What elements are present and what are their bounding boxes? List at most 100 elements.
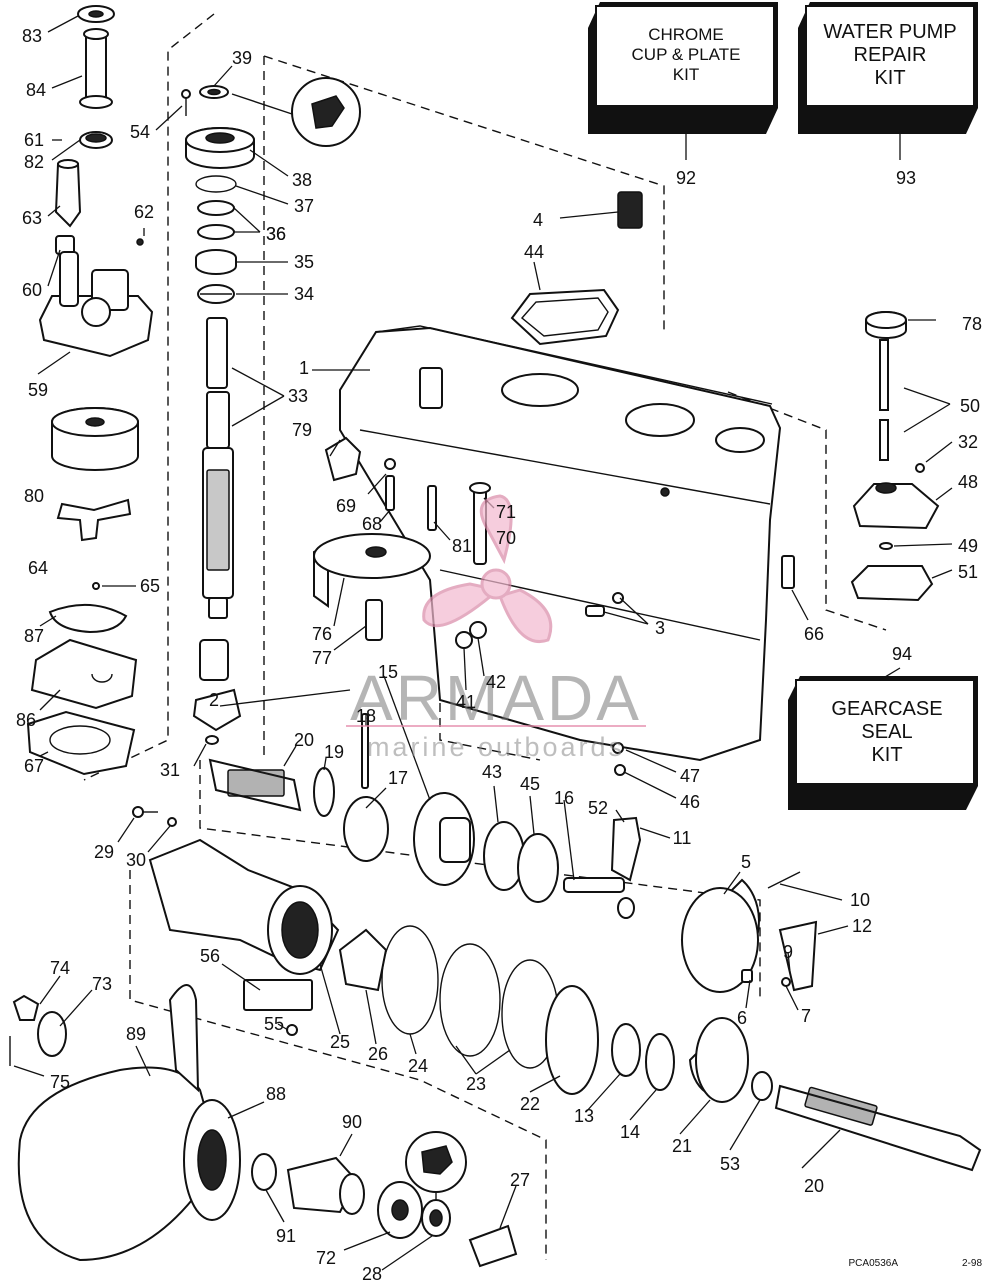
part-label-9: 9 (783, 942, 793, 962)
part-label-82: 82 (24, 152, 44, 172)
part-label-16: 16 (554, 788, 574, 808)
part-label-84: 84 (26, 80, 46, 100)
part-label-63: 63 (22, 208, 42, 228)
part-label-30: 30 (126, 850, 146, 870)
part-label-91: 91 (276, 1226, 296, 1246)
part-label-87: 87 (24, 626, 44, 646)
part-label-76: 76 (312, 624, 332, 644)
part-label-20: 20 (804, 1176, 824, 1196)
driveshaft-parts (181, 85, 255, 745)
part-label-17: 17 (388, 768, 408, 788)
part-label-75: 75 (50, 1072, 70, 1092)
part-label-77: 77 (312, 648, 332, 668)
part-label-2: 2 (209, 690, 219, 710)
kit-number-92: 92 (676, 168, 696, 188)
propeller-parts (9, 984, 518, 1268)
part-label-13: 13 (574, 1106, 594, 1126)
part-label-86: 86 (16, 710, 36, 730)
footer-code: PCA0536A (849, 1258, 899, 1269)
propeller-logo (422, 494, 553, 643)
detail-callouts (231, 77, 467, 1200)
gearcase-kit-line-2: SEAL (861, 721, 912, 743)
part-label-49: 49 (958, 536, 978, 556)
part-label-83: 83 (22, 26, 42, 46)
part-label-10: 10 (850, 890, 870, 910)
part-label-24: 24 (408, 1056, 428, 1076)
part-label-68: 68 (362, 514, 382, 534)
watermark-tagline: marine outboards (367, 732, 625, 762)
part-label-62: 62 (134, 202, 154, 222)
water-pump-kit-line-1: WATER PUMP (823, 21, 956, 43)
chrome-kit-line-3: KIT (673, 65, 699, 84)
part-label-81: 81 (452, 536, 472, 556)
part-label-33: 33 (288, 386, 308, 406)
part-label-29: 29 (94, 842, 114, 862)
part-label-66: 66 (804, 624, 824, 644)
part-label-74: 74 (50, 958, 70, 978)
part-label-18: 18 (356, 706, 376, 726)
footer-date: 2-98 (962, 1258, 982, 1269)
gearcase-housing (339, 325, 782, 762)
part-label-26: 26 (368, 1044, 388, 1064)
part-label-51: 51 (958, 562, 978, 582)
part-label-39: 39 (232, 48, 252, 68)
part-label-22: 22 (520, 1094, 540, 1114)
chrome-cup-plate-kit-box: CHROME CUP & PLATE KIT (588, 2, 778, 160)
part-label-70: 70 (496, 528, 516, 548)
kit-number-94: 94 (892, 644, 912, 664)
part-label-14: 14 (620, 1122, 640, 1142)
upper-right-parts (510, 191, 940, 602)
water-pump-parts (26, 5, 154, 776)
chrome-kit-line-2: CUP & PLATE (632, 45, 741, 64)
part-label-7: 7 (801, 1006, 811, 1026)
gearcase-seal-kit-box: GEARCASE SEAL KIT (788, 667, 978, 810)
part-label-20: 20 (294, 730, 314, 750)
part-label-25: 25 (330, 1032, 350, 1052)
part-label-42: 42 (486, 672, 506, 692)
kit-number-93: 93 (896, 168, 916, 188)
water-pump-kit-line-3: KIT (874, 67, 905, 89)
bearing-housing-parts (148, 838, 982, 1172)
part-label-55: 55 (264, 1014, 284, 1034)
part-label-47: 47 (680, 766, 700, 786)
part-label-36: 36 (266, 224, 286, 244)
gearcase-kit-line-1: GEARCASE (831, 698, 942, 720)
part-label-38: 38 (292, 170, 312, 190)
chrome-kit-line-1: CHROME (648, 25, 724, 44)
part-label-79: 79 (292, 420, 312, 440)
part-label-15: 15 (378, 662, 398, 682)
part-label-4: 4 (533, 210, 543, 230)
part-label-54: 54 (130, 122, 150, 142)
part-label-1: 1 (299, 358, 309, 378)
part-label-23: 23 (466, 1074, 486, 1094)
part-label-31: 31 (160, 760, 180, 780)
part-label-65: 65 (140, 576, 160, 596)
part-label-12: 12 (852, 916, 872, 936)
part-label-37: 37 (294, 196, 314, 216)
part-label-6: 6 (737, 1008, 747, 1028)
part-label-80: 80 (24, 486, 44, 506)
water-pump-repair-kit-box: WATER PUMP REPAIR KIT (798, 2, 978, 160)
part-label-48: 48 (958, 472, 978, 492)
part-label-69: 69 (336, 496, 356, 516)
part-label-5: 5 (741, 852, 751, 872)
part-label-43: 43 (482, 762, 502, 782)
part-label-41: 41 (456, 692, 476, 712)
part-label-35: 35 (294, 252, 314, 272)
part-label-52: 52 (588, 798, 608, 818)
watermark-brand: ARMADA (350, 662, 642, 734)
part-label-44: 44 (524, 242, 544, 262)
part-label-36: 36 (266, 224, 286, 244)
part-label-56: 56 (200, 946, 220, 966)
gearcase-kit-line-3: KIT (871, 744, 902, 766)
assembly-group-outlines (83, 13, 887, 1260)
part-label-46: 46 (680, 792, 700, 812)
part-label-72: 72 (316, 1248, 336, 1268)
part-label-64: 64 (28, 558, 48, 578)
part-label-3: 3 (655, 618, 665, 638)
part-label-67: 67 (24, 756, 44, 776)
part-label-28: 28 (362, 1264, 382, 1280)
part-label-89: 89 (126, 1024, 146, 1044)
part-label-21: 21 (672, 1136, 692, 1156)
